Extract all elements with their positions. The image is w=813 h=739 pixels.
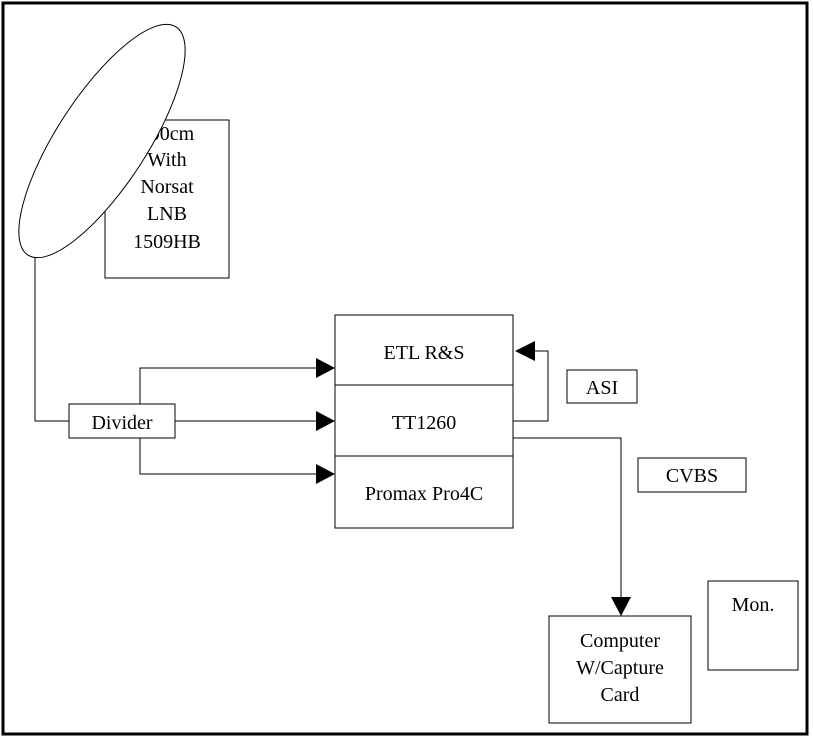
divider-to-etl-line (139, 367, 316, 404)
arrow-to-promax (316, 464, 335, 484)
monitor-label: Mon. (732, 594, 775, 616)
arrow-to-tt (316, 411, 335, 431)
arrow-asi-to-etl (515, 341, 535, 361)
monitor-box (707, 580, 799, 671)
etl-label: ETL R&S (384, 342, 465, 364)
promax-label: Promax Pro4C (365, 483, 483, 505)
etl-box (334, 314, 514, 386)
arrow-to-computer (611, 597, 631, 616)
divider-to-promax-line (139, 438, 316, 475)
divider-box (68, 403, 176, 439)
arrow-to-etl (316, 358, 335, 378)
cvbs-box (637, 457, 747, 493)
dish-feed-line (34, 257, 69, 422)
computer-box (548, 615, 692, 724)
divider-label: Divider (91, 412, 152, 434)
asi-label: ASI (586, 377, 618, 399)
tt1260-label: TT1260 (392, 412, 456, 434)
computer-label-line-3: Card (601, 684, 640, 706)
dish-label-line-2: With (147, 149, 186, 171)
computer-label-line-1: Computer (580, 630, 660, 652)
cvbs-label: CVBS (666, 465, 718, 487)
dish-label-line-5: 1509HB (133, 231, 201, 253)
cvbs-line (513, 437, 622, 597)
asi-box (566, 369, 638, 404)
dish-label-line-3: Norsat (140, 176, 194, 198)
satellite-dish-icon (18, 23, 186, 259)
dish-label-line-4: LNB (147, 203, 187, 225)
computer-label-line-2: W/Capture (576, 657, 664, 679)
asi-loop-line (513, 350, 549, 422)
promax-box (334, 455, 514, 529)
